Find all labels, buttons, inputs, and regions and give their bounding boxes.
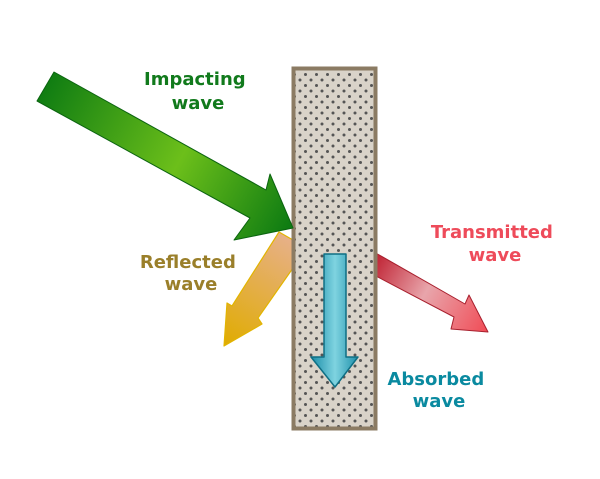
reflected-label: Reflected wave: [140, 252, 242, 295]
impacting-label: Impacting wave: [144, 69, 252, 114]
transmitted-label: Transmitted wave: [431, 222, 559, 266]
transmitted-arrow-icon: [373, 251, 489, 333]
absorbed-arrow-icon: [310, 253, 359, 388]
impacting-arrow-icon: [36, 71, 294, 241]
absorbed-label: Absorbed wave: [387, 369, 490, 412]
